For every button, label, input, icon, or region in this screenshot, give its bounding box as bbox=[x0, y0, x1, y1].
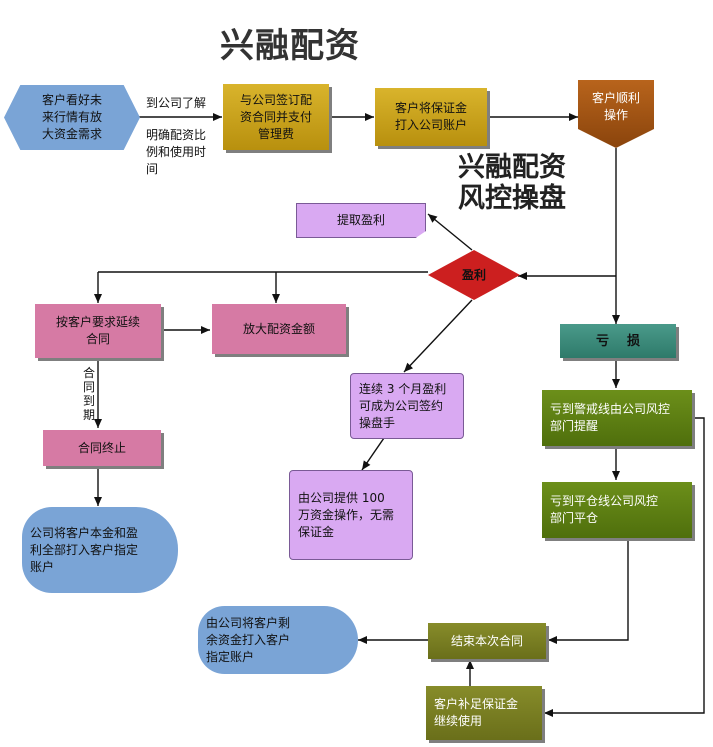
node-text: 连续 3 个月盈利 bbox=[359, 381, 447, 396]
three-months-node: 连续 3 个月盈利 可成为公司签约 操盘手 bbox=[350, 373, 464, 439]
arrow-warning-to-addmargin bbox=[544, 417, 705, 717]
subtitle-line: 兴融配资 bbox=[458, 152, 566, 183]
node-text: 客户将保证金 bbox=[394, 101, 467, 115]
node-text: 亏到警戒线由公司风控 bbox=[550, 402, 671, 416]
remaining-refund-node: 由公司将客户剩 余资金打入客户 指定账户 bbox=[198, 606, 358, 674]
node-text: 继续使用 bbox=[434, 714, 483, 728]
node-text: 结束本次合同 bbox=[450, 633, 523, 648]
end-contract-node: 结束本次合同 bbox=[428, 623, 546, 659]
node-text: 余资金打入客户 bbox=[206, 632, 291, 647]
clarify-ratio-label: 明确配资比 例和使用时 间 bbox=[146, 127, 206, 178]
node-text: 由公司将客户剩 bbox=[206, 615, 291, 630]
arrow-liquidation-to-end bbox=[548, 540, 629, 644]
liquidation-node: 亏到平仓线公司风控 部门平仓 bbox=[542, 482, 692, 538]
warning-line-node: 亏到警戒线由公司风控 部门提醒 bbox=[542, 390, 692, 446]
contract-expire-label: 合 同 到 期 bbox=[82, 366, 96, 422]
contract-end-node: 合同终止 bbox=[43, 430, 161, 466]
node-text: 可成为公司签约 bbox=[359, 398, 444, 413]
withdraw-profit-node: 提取盈利 bbox=[296, 203, 426, 238]
client-refund-node: 公司将客户本金和盈 利全部打入客户指定 账户 bbox=[22, 507, 178, 593]
label-char: 合 bbox=[82, 366, 95, 380]
node-text: 亏 损 bbox=[595, 333, 641, 349]
client-start-node: 客户看好未 来行情有放 大资金需求 bbox=[4, 85, 140, 150]
label-char: 期 bbox=[82, 408, 95, 422]
label-line: 例和使用时 bbox=[146, 145, 207, 159]
node-text: 公司将客户本金和盈 bbox=[30, 525, 139, 540]
node-text: 操盘手 bbox=[359, 415, 396, 430]
node-text: 大资金需求 bbox=[41, 127, 102, 141]
node-text: 指定账户 bbox=[206, 649, 255, 664]
deposit-node: 客户将保证金 打入公司账户 bbox=[375, 88, 487, 146]
label-char: 到 bbox=[82, 394, 95, 408]
enlarge-amount-node: 放大配资金额 bbox=[212, 304, 346, 354]
label-line: 明确配资比 bbox=[146, 128, 207, 142]
add-margin-node: 客户补足保证金 继续使用 bbox=[426, 686, 542, 740]
node-text: 资合同并支付 bbox=[239, 109, 312, 124]
node-text: 部门提醒 bbox=[550, 419, 599, 433]
arrow-threemonths-to-provide bbox=[361, 437, 385, 471]
node-text: 合同 bbox=[85, 332, 110, 346]
provide-fund-node: 由公司提供 100 万资金操作，无需 保证金 bbox=[289, 470, 413, 560]
node-text: 客户顺利 bbox=[591, 91, 640, 105]
node-text: 客户看好未 bbox=[41, 93, 102, 107]
node-text: 由公司提供 100 bbox=[298, 490, 385, 505]
label-line: 间 bbox=[146, 162, 159, 176]
sign-contract-node: 与公司签订配 资合同并支付 管理费 bbox=[223, 84, 329, 150]
node-text: 万资金操作，无需 bbox=[298, 507, 395, 522]
node-text: 来行情有放 bbox=[41, 110, 102, 124]
node-text: 操作 bbox=[603, 108, 628, 122]
node-text: 管理费 bbox=[257, 126, 294, 141]
subtitle-line: 风控操盘 bbox=[458, 183, 566, 214]
node-text: 账户 bbox=[30, 559, 55, 574]
node-text: 部门平仓 bbox=[550, 511, 599, 525]
node-text: 提取盈利 bbox=[336, 213, 385, 227]
page-title: 兴融配资 bbox=[220, 26, 360, 66]
node-text: 利全部打入客户指定 bbox=[30, 542, 139, 557]
node-text: 打入公司账户 bbox=[394, 118, 467, 132]
node-text: 盈利 bbox=[461, 267, 486, 282]
node-text: 合同终止 bbox=[77, 440, 126, 455]
node-text: 与公司签订配 bbox=[239, 92, 312, 107]
risk-control-title: 兴融配资 风控操盘 bbox=[458, 152, 608, 214]
node-text: 保证金 bbox=[298, 524, 335, 539]
node-text: 放大配资金额 bbox=[242, 321, 315, 336]
arrow-profit-to-withdraw bbox=[427, 213, 473, 251]
node-text: 按客户要求延续 bbox=[55, 315, 140, 329]
node-text: 客户补足保证金 bbox=[434, 697, 519, 711]
label-char: 同 bbox=[82, 380, 95, 394]
extend-contract-node: 按客户要求延续 合同 bbox=[35, 304, 161, 358]
learn-company-label: 到公司了解 bbox=[146, 96, 207, 110]
arrow-profit-to-threemonths bbox=[403, 299, 473, 373]
loss-node: 亏 损 bbox=[560, 324, 676, 358]
node-text: 亏到平仓线公司风控 bbox=[550, 494, 659, 508]
